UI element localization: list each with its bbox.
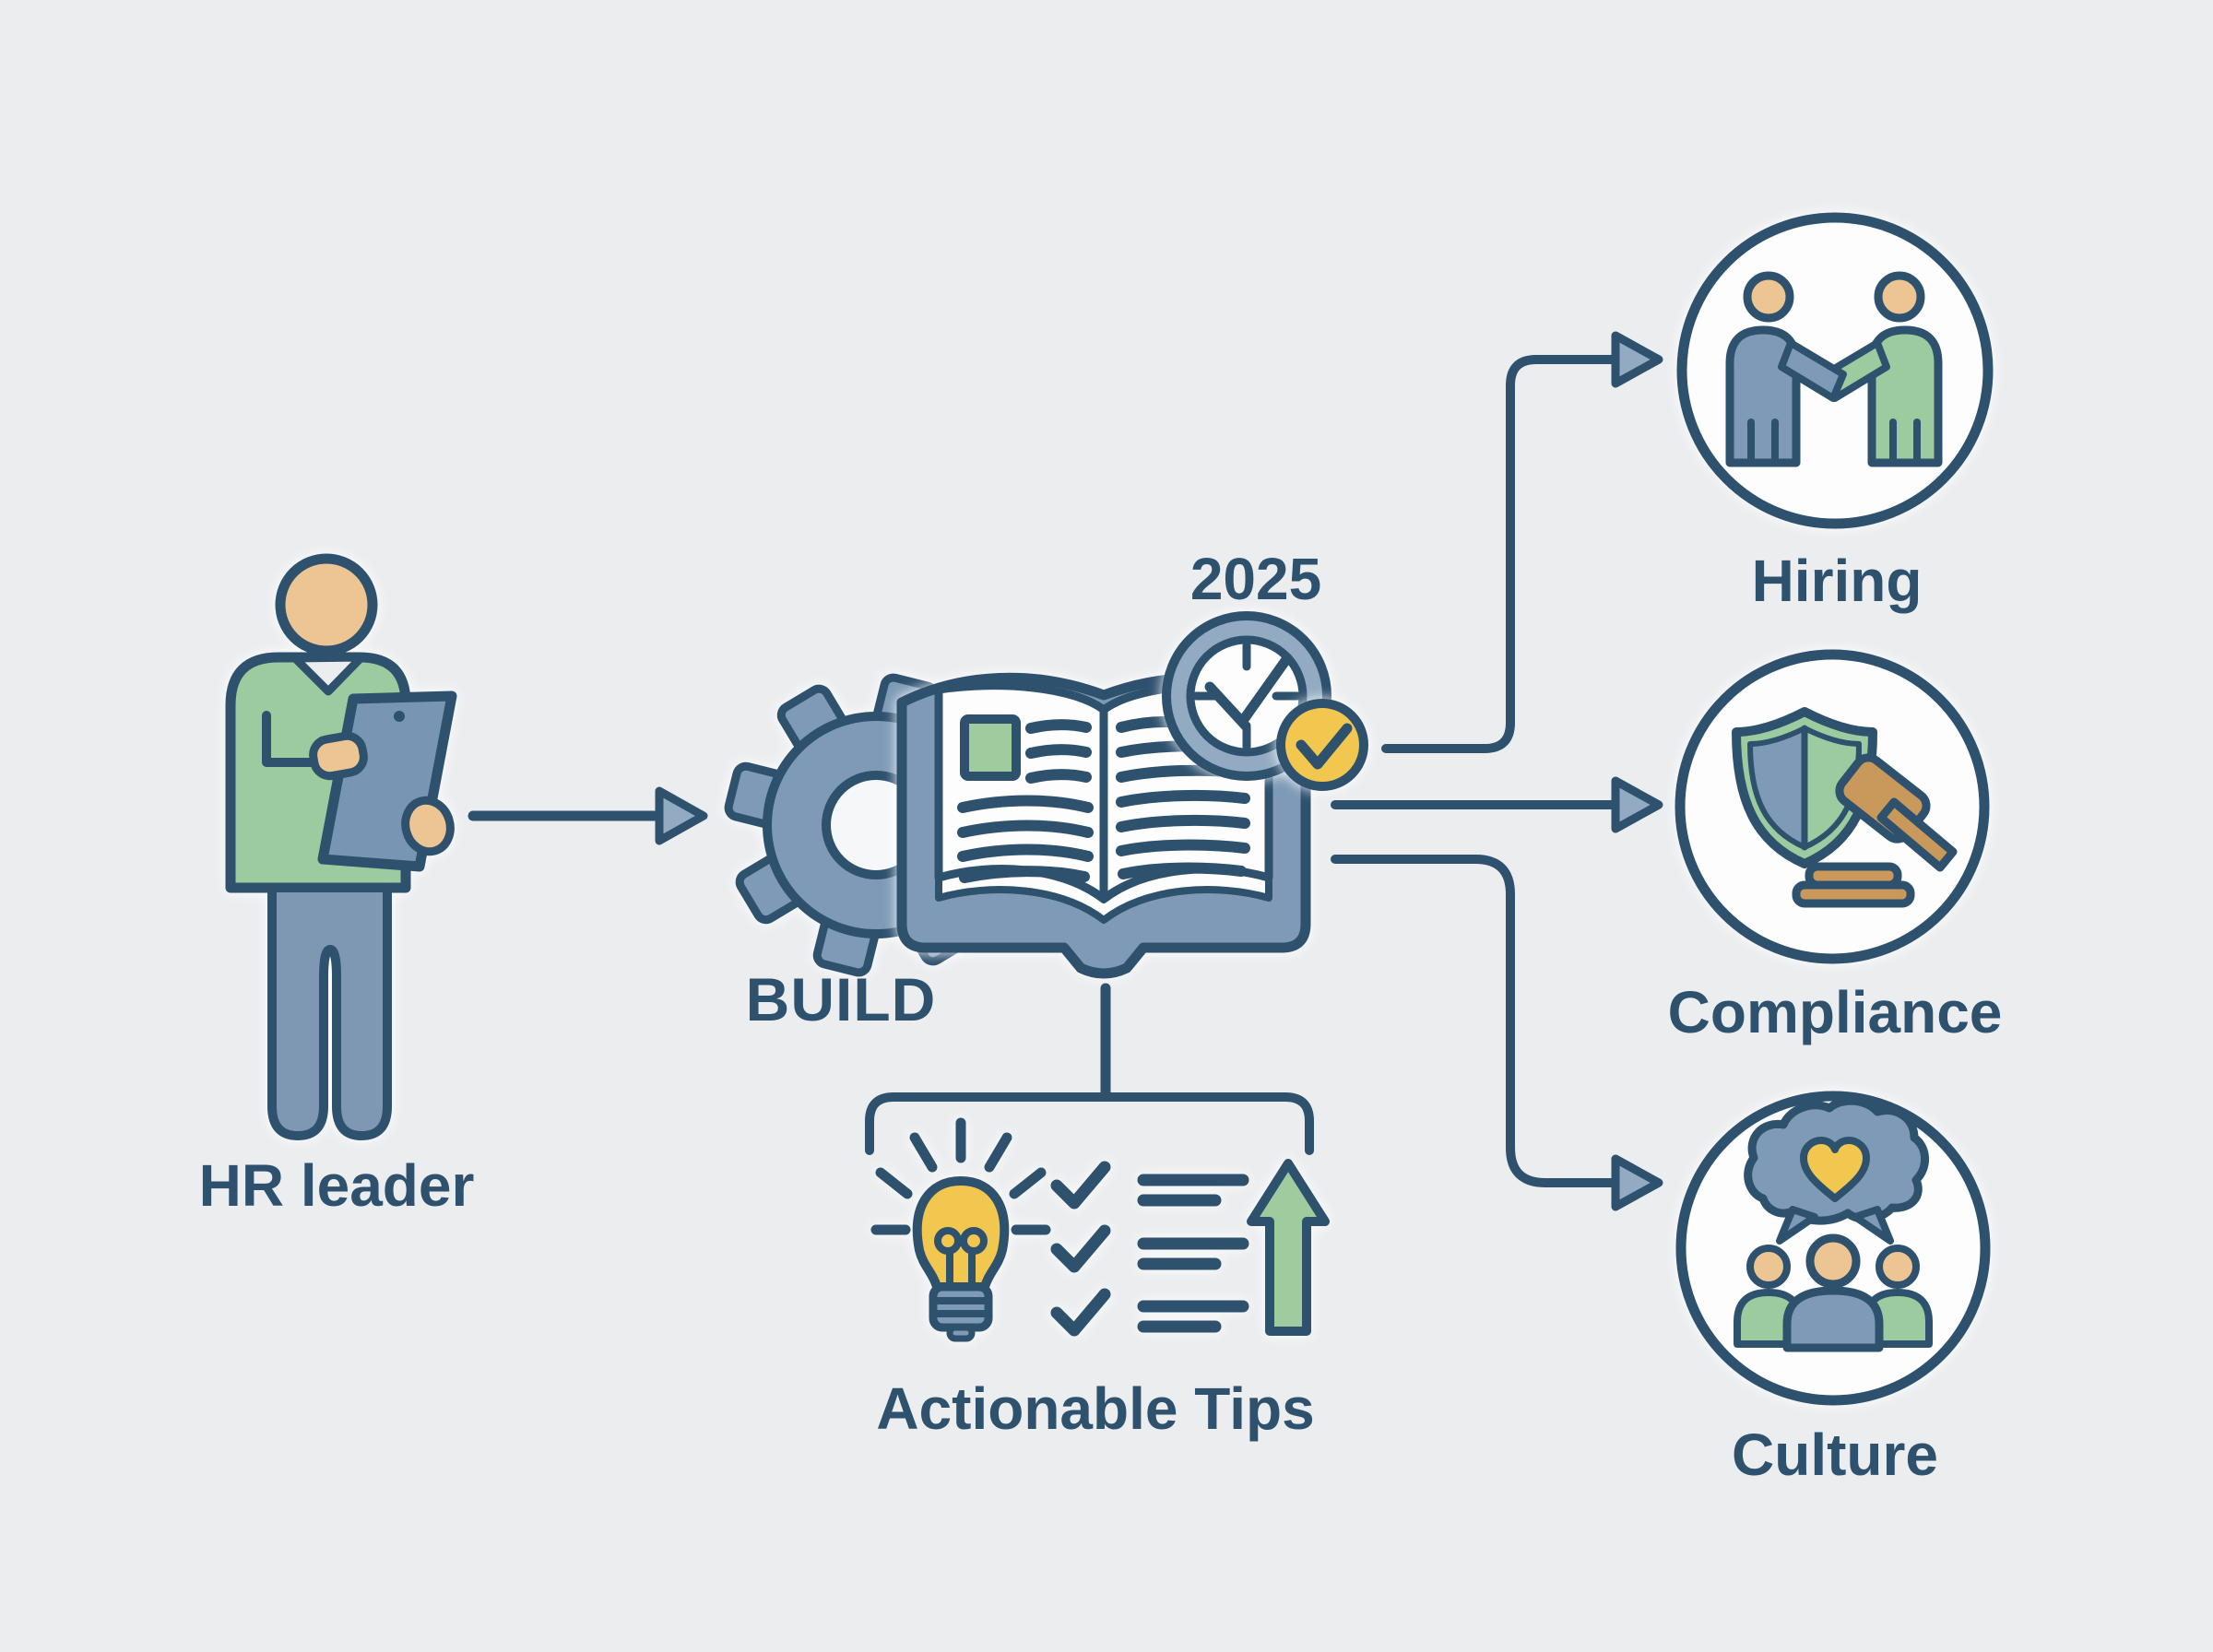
book-green-block	[960, 714, 1021, 781]
build-label: BUILD	[746, 965, 937, 1033]
hr-leader-label: HR leader	[199, 1152, 475, 1219]
culture-label: Culture	[1732, 1422, 1938, 1488]
lightbulb-glass	[912, 1176, 1010, 1292]
heart-icon	[1800, 1137, 1870, 1202]
checklist-row	[1050, 1288, 1249, 1337]
clock-hands	[1204, 653, 1293, 730]
arrowhead-right-icon	[1611, 1154, 1663, 1211]
person-left-hand	[309, 731, 368, 781]
arrowhead-right-icon	[1611, 776, 1663, 833]
shield-gavel-icon	[1732, 707, 1958, 908]
arrow-hr-to-build	[467, 786, 708, 845]
compliance-circle	[1675, 649, 1990, 964]
compliance-label: Compliance	[1668, 979, 2003, 1045]
lightbulb-rays	[870, 1117, 1051, 1235]
arrowhead-right-icon	[655, 786, 708, 845]
check-badge-icon	[1276, 699, 1368, 791]
person-right-hand	[401, 796, 455, 856]
arrow-build-to-compliance	[1331, 776, 1663, 833]
handshake-people-icon	[1725, 271, 1943, 467]
arrowhead-right-icon	[1611, 331, 1663, 388]
person-with-tablet-icon	[225, 553, 457, 1140]
checklist-row	[1050, 1161, 1249, 1210]
person-head	[275, 553, 378, 656]
person-pants	[267, 883, 392, 1140]
lightbulb-base	[929, 1282, 993, 1332]
year-label: 2025	[1190, 546, 1321, 612]
lightbulb-filament	[934, 1227, 988, 1289]
book-left-page-lines	[957, 719, 1094, 883]
tablet-camera-dot	[394, 711, 405, 722]
person-collar	[290, 653, 366, 696]
team-speech-heart-icon	[1734, 1096, 1933, 1352]
hiring-label: Hiring	[1752, 548, 1923, 614]
lightbulb-icon	[870, 1117, 1051, 1342]
checklist-icon	[1050, 1161, 1249, 1337]
open-book-icon	[896, 672, 1311, 979]
hiring-circle	[1676, 212, 1994, 529]
checklist-row	[1050, 1224, 1249, 1273]
culture-circle	[1675, 1091, 1991, 1406]
tips-bracket	[865, 1092, 1314, 1155]
arrow-build-to-culture	[1331, 855, 1663, 1211]
actionable-tips-label: Actionable Tips	[876, 1375, 1314, 1442]
growth-arrow-icon	[1247, 1159, 1330, 1336]
arrow-build-to-hiring	[1381, 331, 1663, 753]
